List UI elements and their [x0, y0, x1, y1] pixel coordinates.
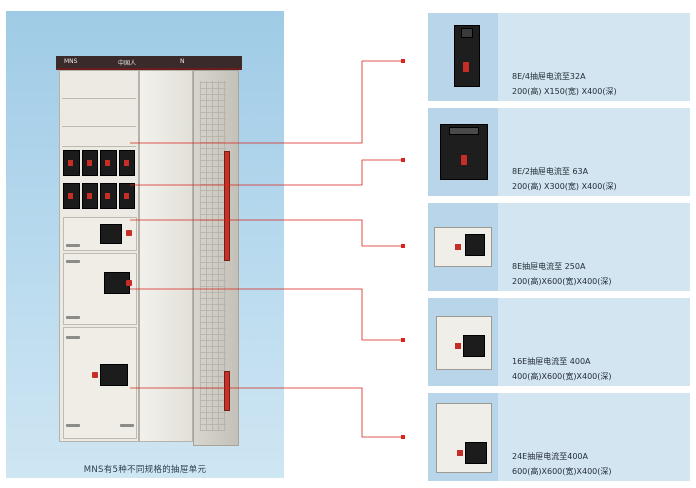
drawer-desc-8e4: 8E/4抽屉电流至32A 200(高) X150(宽) X400(深) [512, 69, 617, 99]
connector-3-end [401, 244, 405, 248]
drawer-card-8e2: 8E/2抽屉电流至 63A 200(高) X300(宽) X400(深) [428, 108, 690, 196]
drawer-spec-current: 24E抽屉电流至400A [512, 452, 588, 461]
drawer-spec-size: 600(高)X600(宽)X400(深) [512, 467, 612, 476]
drawer-spec-size: 200(高)X600(宽)X400(深) [512, 277, 612, 286]
drawer-spec-size: 400(高)X600(宽)X400(深) [512, 372, 612, 381]
connector-4-end [401, 338, 405, 342]
drawer-spec-size: 200(高) X150(宽) X400(深) [512, 87, 617, 96]
drawer-24e [63, 327, 137, 439]
blank-plate [62, 71, 136, 99]
connector-5-end [401, 435, 405, 439]
drawer-card-8e: 8E抽屉电流至 250A 200(高)X600(宽)X400(深) [428, 203, 690, 291]
cabinet-door [139, 70, 193, 442]
cabinet-logo-right: N [180, 58, 185, 65]
connector-2-end [401, 158, 405, 162]
drawer-thumb-8e2 [428, 108, 498, 196]
drawer-thumb-8e [428, 203, 498, 291]
connector-1-end [401, 59, 405, 63]
drawer-thumb-8e4 [428, 13, 498, 101]
cabinet-side [193, 70, 239, 446]
drawer-16e [63, 253, 137, 325]
cabinet-top-bar: MNS 中国人 N [56, 56, 242, 70]
cabinet-logo-center: 中国人 [118, 60, 137, 67]
drawer-desc-16e: 16E抽屉电流至 400A 400(高)X600(宽)X400(深) [512, 354, 612, 384]
blank-plate [62, 99, 136, 127]
switchgear-cabinet-image: MNS 中国人 N [56, 56, 242, 446]
drawer-thumb-16e [428, 298, 498, 386]
main-caption: MNS有5种不同规格的抽屉单元 [83, 465, 207, 475]
main-panel: MNS 中国人 N [6, 11, 284, 478]
blank-plate [62, 127, 136, 147]
drawer-spec-current: 8E/4抽屉电流至32A [512, 72, 586, 81]
drawer-desc-8e2: 8E/2抽屉电流至 63A 200(高) X300(宽) X400(深) [512, 164, 617, 194]
drawer-desc-24e: 24E抽屉电流至400A 600(高)X600(宽)X400(深) [512, 449, 612, 479]
drawer-row-8e2 [63, 183, 135, 209]
cabinet-logo-left: MNS [64, 58, 78, 65]
drawer-card-16e: 16E抽屉电流至 400A 400(高)X600(宽)X400(深) [428, 298, 690, 386]
drawer-spec-size: 200(高) X300(宽) X400(深) [512, 182, 617, 191]
drawer-card-8e4: 8E/4抽屉电流至32A 200(高) X150(宽) X400(深) [428, 13, 690, 101]
drawer-8e [63, 217, 137, 251]
cabinet-front-column [59, 70, 139, 442]
drawer-thumb-24e [428, 393, 498, 481]
drawer-spec-current: 16E抽屉电流至 400A [512, 357, 591, 366]
drawer-card-24e: 24E抽屉电流至400A 600(高)X600(宽)X400(深) [428, 393, 690, 481]
drawer-desc-8e: 8E抽屉电流至 250A 200(高)X600(宽)X400(深) [512, 259, 612, 289]
drawer-row-8e4 [63, 150, 135, 176]
drawer-spec-current: 8E抽屉电流至 250A [512, 262, 586, 271]
drawer-spec-current: 8E/2抽屉电流至 63A [512, 167, 589, 176]
